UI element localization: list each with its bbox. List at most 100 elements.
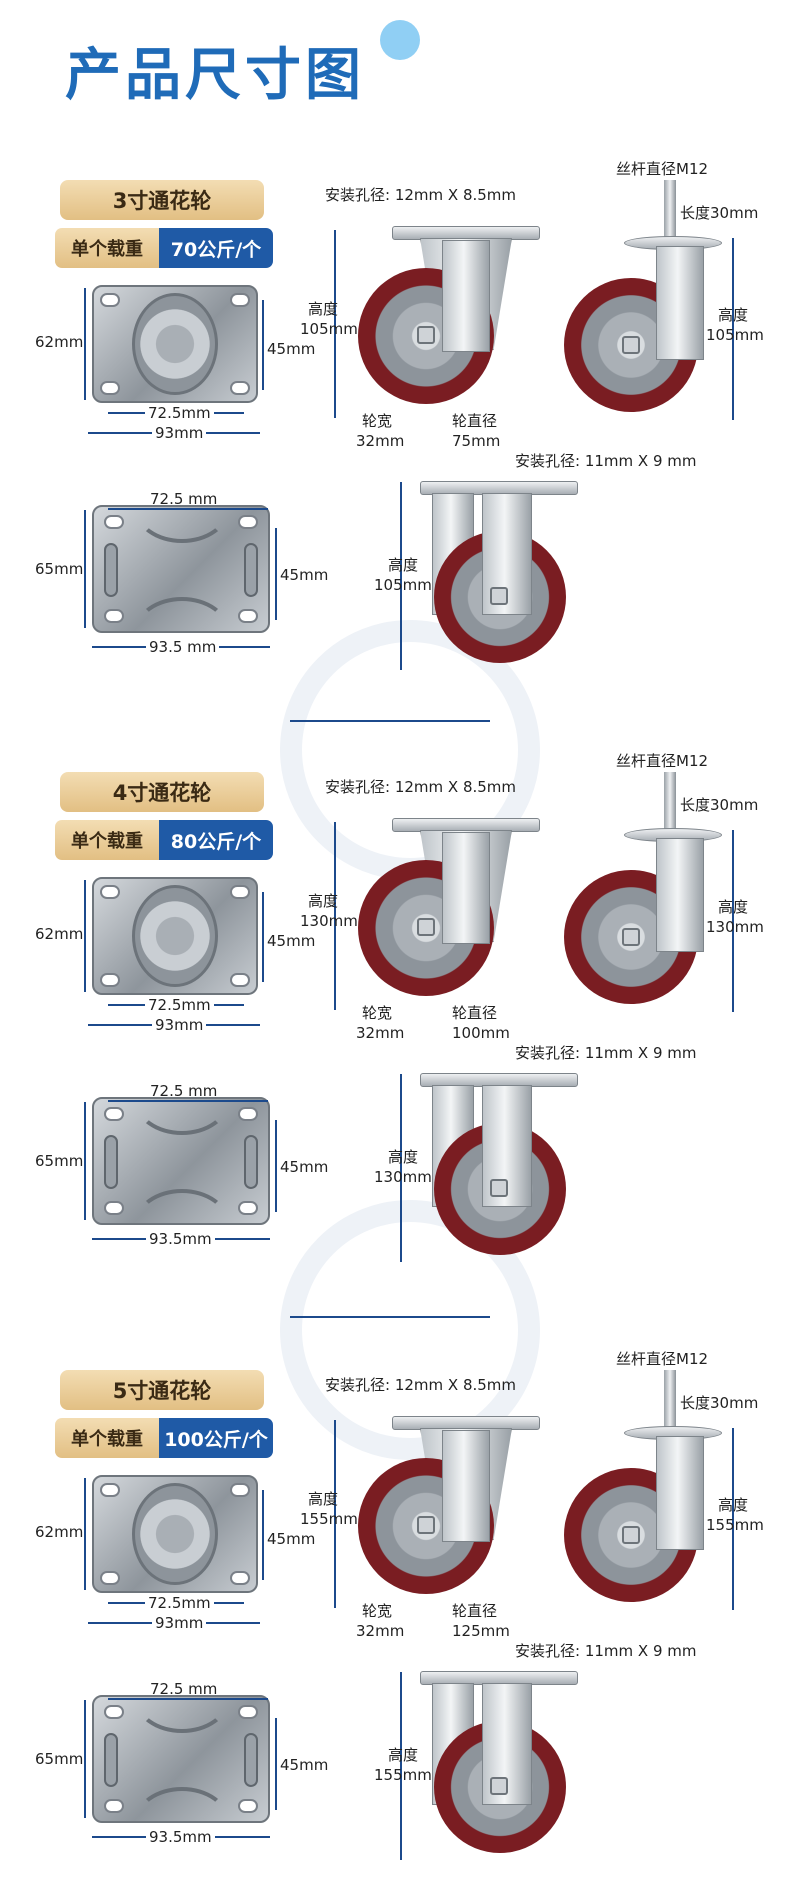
- wheel-dia-label: 轮直径: [452, 1004, 498, 1022]
- load-label: 单个载重: [55, 228, 159, 268]
- rigid-caster-image: [410, 1067, 590, 1267]
- product-section: 5寸通花轮 单个载重 100公斤/个 62mm 45mm 72.5mm 93mm…: [0, 1190, 790, 1860]
- swivel-hole-spec: 安装孔径: 12mm X 8.5mm: [325, 778, 517, 796]
- rigid-inner-height: 45mm: [280, 566, 329, 584]
- plate-height: 62mm: [35, 333, 84, 351]
- stem-height-value: 130mm: [706, 918, 764, 936]
- rigid-caster-image: [410, 1665, 590, 1865]
- swivel-caster-image: [350, 1410, 550, 1610]
- rigid-caster-height-label: 高度: [388, 1746, 419, 1764]
- rigid-plate: [92, 1097, 270, 1225]
- rigid-caster-height-label: 高度: [388, 556, 419, 574]
- wheel-dia-value: 125mm: [452, 1622, 510, 1640]
- rigid-hole-spec: 安装孔径: 11mm X 9 mm: [515, 1044, 697, 1062]
- stem-rod-spec: 丝杆直径M12: [616, 1350, 709, 1368]
- rigid-width: 93.5mm: [146, 1230, 215, 1248]
- rigid-height: 65mm: [35, 1152, 84, 1170]
- stem-rod-spec: 丝杆直径M12: [616, 752, 709, 770]
- plate-inner-height: 45mm: [267, 340, 316, 358]
- rigid-width: 93.5 mm: [146, 638, 220, 656]
- stem-height-label: 高度: [718, 898, 749, 916]
- rigid-height: 65mm: [35, 1750, 84, 1768]
- plate-height: 62mm: [35, 1523, 84, 1541]
- rigid-top-width: 72.5 mm: [150, 1680, 218, 1698]
- load-badge: 单个载重 100公斤/个: [55, 1418, 273, 1458]
- swivel-plate: [92, 285, 258, 403]
- rigid-caster-height-value: 155mm: [374, 1766, 432, 1784]
- swivel-hole-spec: 安装孔径: 12mm X 8.5mm: [325, 1376, 517, 1394]
- plate-inner-width: 72.5mm: [145, 1594, 214, 1612]
- stem-height-value: 155mm: [706, 1516, 764, 1534]
- stem-height-label: 高度: [718, 306, 749, 324]
- stem-height-label: 高度: [718, 1496, 749, 1514]
- stem-length-spec: 长度30mm: [680, 1394, 759, 1412]
- rigid-top-width: 72.5 mm: [150, 1082, 218, 1100]
- rigid-caster-height-value: 130mm: [374, 1168, 432, 1186]
- section-divider: [290, 1316, 490, 1318]
- load-badge: 单个载重 70公斤/个: [55, 228, 273, 268]
- plate-inner-width: 72.5mm: [145, 404, 214, 422]
- swivel-height-label: 高度: [308, 892, 339, 910]
- stem-rod-spec: 丝杆直径M12: [616, 160, 709, 178]
- swivel-height-value: 105mm: [300, 320, 358, 338]
- product-section: 4寸通花轮 单个载重 80公斤/个 62mm 45mm 72.5mm 93mm …: [0, 592, 790, 1262]
- swivel-caster-image: [350, 812, 550, 1012]
- stem-caster-image: [560, 180, 760, 420]
- size-tag: 5寸通花轮: [60, 1370, 264, 1410]
- rigid-inner-height: 45mm: [280, 1158, 329, 1176]
- rigid-caster-image: [410, 475, 590, 675]
- page-title: 产品尺寸图: [65, 43, 365, 108]
- plate-outer-width: 93mm: [152, 1614, 207, 1632]
- wheel-dia-label: 轮直径: [452, 1602, 498, 1620]
- plate-outer-width: 93mm: [152, 1016, 207, 1034]
- load-value: 100公斤/个: [159, 1418, 273, 1458]
- rigid-height: 65mm: [35, 560, 84, 578]
- swivel-hole-spec: 安装孔径: 12mm X 8.5mm: [325, 186, 517, 204]
- section-divider: [290, 720, 490, 722]
- stem-caster-image: [560, 1370, 760, 1610]
- wheel-dia-value: 100mm: [452, 1024, 510, 1042]
- wheel-width-label: 轮宽: [362, 412, 393, 430]
- stem-caster-image: [560, 772, 760, 1012]
- plate-outer-width: 93mm: [152, 424, 207, 442]
- rigid-caster-height-label: 高度: [388, 1148, 419, 1166]
- decorative-dot: [380, 20, 420, 60]
- wheel-width-label: 轮宽: [362, 1004, 393, 1022]
- swivel-height-label: 高度: [308, 1490, 339, 1508]
- rigid-plate: [92, 505, 270, 633]
- wheel-width-label: 轮宽: [362, 1602, 393, 1620]
- rigid-plate: [92, 1695, 270, 1823]
- wheel-dia-value: 75mm: [452, 432, 501, 450]
- rigid-caster-height-value: 105mm: [374, 576, 432, 594]
- stem-length-spec: 长度30mm: [680, 204, 759, 222]
- load-value: 80公斤/个: [159, 820, 273, 860]
- plate-inner-height: 45mm: [267, 932, 316, 950]
- plate-height: 62mm: [35, 925, 84, 943]
- stem-length-spec: 长度30mm: [680, 796, 759, 814]
- rigid-width: 93.5mm: [146, 1828, 215, 1846]
- size-tag: 4寸通花轮: [60, 772, 264, 812]
- rigid-hole-spec: 安装孔径: 11mm X 9 mm: [515, 1642, 697, 1660]
- wheel-width-value: 32mm: [356, 1024, 405, 1042]
- rigid-hole-spec: 安装孔径: 11mm X 9 mm: [515, 452, 697, 470]
- wheel-width-value: 32mm: [356, 1622, 405, 1640]
- plate-inner-height: 45mm: [267, 1530, 316, 1548]
- product-section: 3寸通花轮 单个载重 70公斤/个 62mm 45mm 72.5mm 93mm …: [0, 0, 790, 670]
- load-label: 单个载重: [55, 1418, 159, 1458]
- swivel-height-value: 155mm: [300, 1510, 358, 1528]
- swivel-plate: [92, 1475, 258, 1593]
- swivel-height-label: 高度: [308, 300, 339, 318]
- stem-height-value: 105mm: [706, 326, 764, 344]
- load-badge: 单个载重 80公斤/个: [55, 820, 273, 860]
- rigid-top-width: 72.5 mm: [150, 490, 218, 508]
- load-value: 70公斤/个: [159, 228, 273, 268]
- size-tag: 3寸通花轮: [60, 180, 264, 220]
- swivel-height-value: 130mm: [300, 912, 358, 930]
- wheel-width-value: 32mm: [356, 432, 405, 450]
- swivel-caster-image: [350, 220, 550, 420]
- rigid-inner-height: 45mm: [280, 1756, 329, 1774]
- wheel-dia-label: 轮直径: [452, 412, 498, 430]
- load-label: 单个载重: [55, 820, 159, 860]
- plate-inner-width: 72.5mm: [145, 996, 214, 1014]
- swivel-plate: [92, 877, 258, 995]
